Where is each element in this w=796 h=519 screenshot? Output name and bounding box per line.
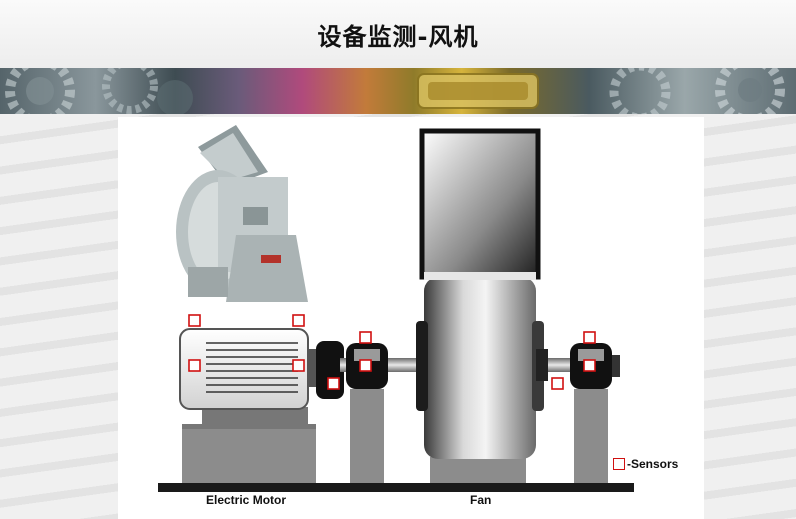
fan-monitoring-diagram: Electric Motor Fan -Sensors <box>118 117 704 519</box>
sensor-legend: -Sensors <box>613 457 678 471</box>
sensor-marker <box>583 331 596 344</box>
gear-graphic <box>102 68 158 114</box>
sensor-marker <box>292 314 305 327</box>
gear-graphic <box>5 68 75 114</box>
title-bar: 设备监测-风机 <box>0 0 796 69</box>
electric-motor-label: Electric Motor <box>206 493 287 507</box>
sensor-marker <box>551 377 564 390</box>
gear-graphic <box>715 68 785 114</box>
sensor-marker <box>188 314 201 327</box>
fan-label: Fan <box>470 493 492 507</box>
page-title: 设备监测-风机 <box>317 22 479 51</box>
sensor-legend-label: -Sensors <box>627 457 679 471</box>
gear-graphic <box>26 77 54 105</box>
base-plate <box>158 483 634 492</box>
sensor-legend-icon <box>613 458 625 470</box>
sensor-marker <box>359 331 372 344</box>
fan-housing <box>416 128 544 483</box>
sensor-marker <box>327 377 340 390</box>
electric-motor <box>179 328 318 483</box>
gear-graphic <box>157 80 193 114</box>
gear-graphic <box>738 78 762 102</box>
coupling <box>316 341 344 399</box>
gears-graphic <box>5 68 785 114</box>
sensor-marker <box>188 359 201 372</box>
fan-photo <box>176 125 308 302</box>
decorative-banner <box>0 68 796 114</box>
connector-graphic <box>428 82 528 100</box>
sensor-marker <box>583 359 596 372</box>
sensor-marker <box>292 359 305 372</box>
gear-graphic <box>609 68 671 114</box>
diagram-svg <box>158 125 634 492</box>
sensor-marker <box>359 359 372 372</box>
